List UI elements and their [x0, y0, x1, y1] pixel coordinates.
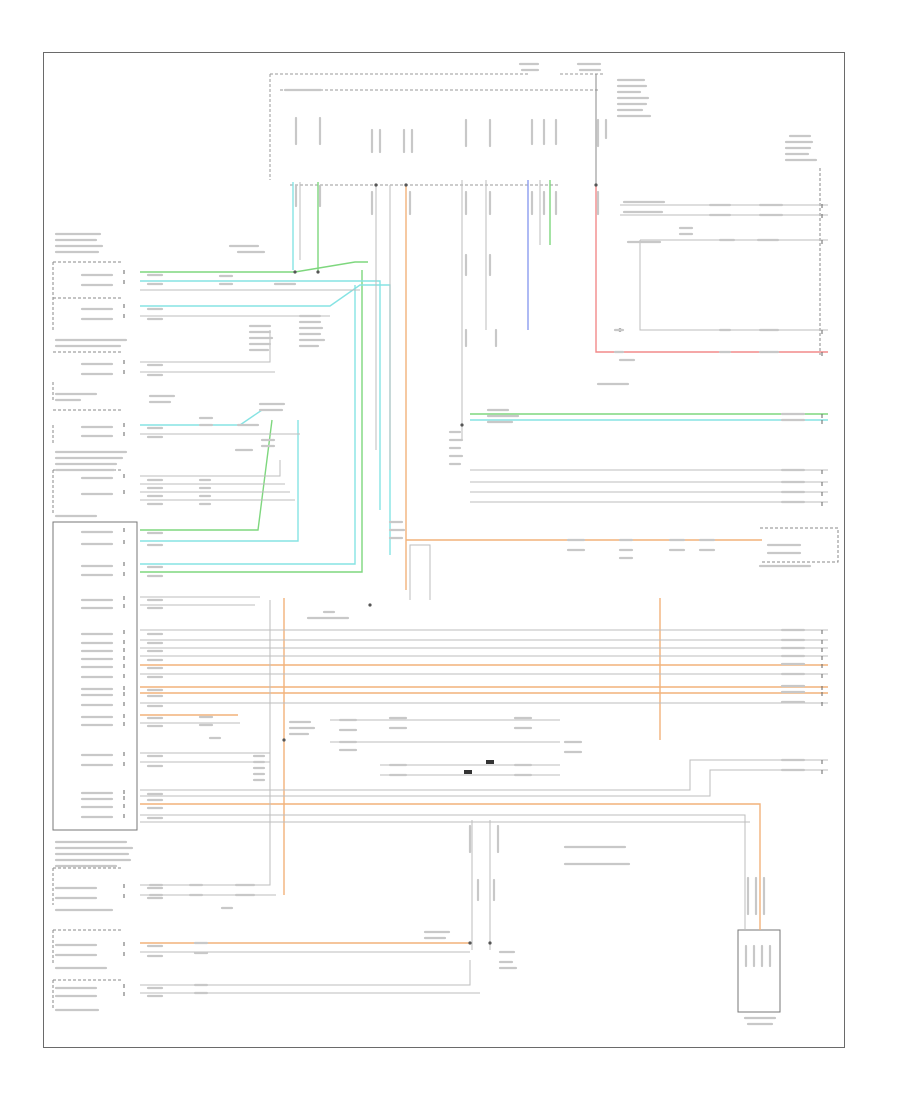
- splice-icon: [316, 270, 320, 274]
- splice-icon: [594, 183, 598, 187]
- ground-symbols: [464, 760, 494, 774]
- splice-icon: [368, 603, 372, 607]
- gray-wires: [140, 180, 828, 994]
- label-placeholders: [54, 62, 818, 1026]
- splice-icon: [488, 941, 492, 945]
- diagram-frame: [43, 52, 845, 1048]
- splice-icon: [404, 183, 408, 187]
- splice-icon: [374, 183, 378, 187]
- splice-icon: [468, 941, 472, 945]
- splice-icon: [293, 270, 297, 274]
- splice-icon: [460, 423, 464, 427]
- red-wire: [595, 185, 828, 353]
- ground-icon: [464, 770, 472, 774]
- ground-icon: [486, 760, 494, 764]
- right-module-boxes: [737, 168, 839, 1013]
- splice-icon: [282, 738, 286, 742]
- vertical-label-placeholders: [294, 116, 772, 968]
- green-wires: [140, 180, 828, 573]
